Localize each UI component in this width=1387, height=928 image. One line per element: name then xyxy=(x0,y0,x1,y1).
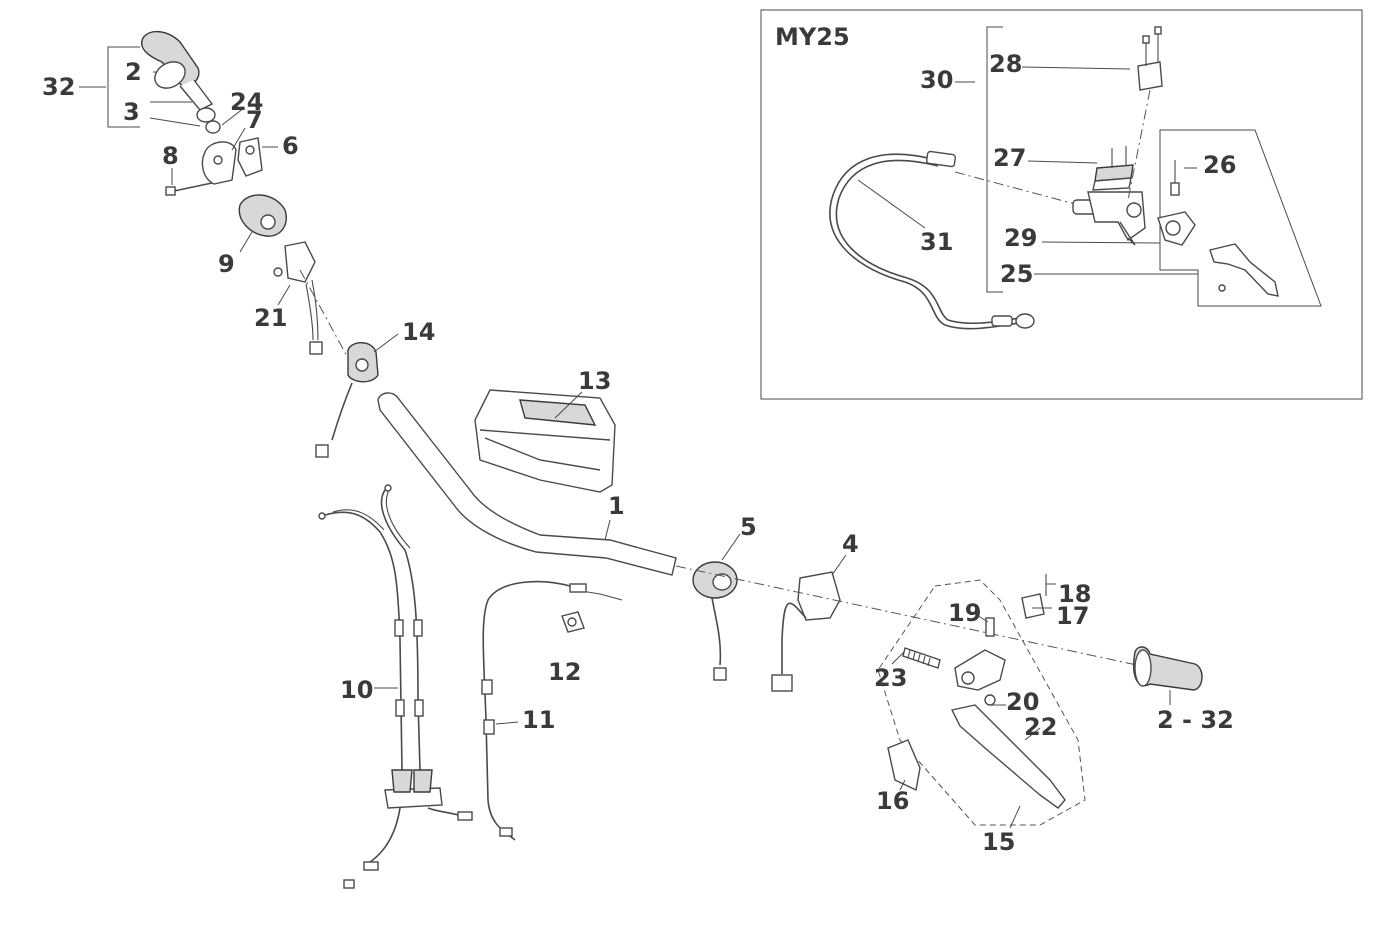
callout-2: 2 xyxy=(125,58,142,86)
lever-25 xyxy=(1209,243,1279,297)
callout-2-32: 2 - 32 xyxy=(1157,706,1234,734)
master-cylinder-29 xyxy=(1072,191,1146,246)
callout-4: 4 xyxy=(842,530,859,558)
screw-8 xyxy=(165,182,213,196)
callout-32: 32 xyxy=(42,73,75,101)
callout-9: 9 xyxy=(218,250,235,278)
callout-31: 31 xyxy=(920,228,953,256)
switch-14 xyxy=(315,342,379,458)
housing-6 xyxy=(237,137,263,177)
callout-27: 27 xyxy=(993,144,1026,172)
fitting-12 xyxy=(561,611,585,633)
callout-7: 7 xyxy=(246,106,263,134)
lever-group-15 xyxy=(877,574,1086,829)
left-grip-assembly xyxy=(79,31,323,355)
callout-26: 26 xyxy=(1203,151,1236,179)
lever-holder xyxy=(1157,160,1196,246)
callout-12: 12 xyxy=(548,658,581,686)
callout-8: 8 xyxy=(162,142,179,170)
instrument-cluster-13 xyxy=(474,389,616,493)
inset-my25: MY25 xyxy=(760,9,1363,400)
inset-frame xyxy=(760,9,1363,400)
callout-10: 10 xyxy=(340,676,373,704)
clutch-cable-31 xyxy=(829,150,1035,330)
grip-ring-3 xyxy=(196,107,216,123)
callout-20: 20 xyxy=(1006,688,1039,716)
inset-title: MY25 xyxy=(775,23,850,51)
callout-13: 13 xyxy=(578,367,611,395)
switch-21 xyxy=(273,241,323,355)
clamp-28 xyxy=(1137,26,1163,91)
callout-1: 1 xyxy=(608,492,625,520)
callout-17: 17 xyxy=(1056,602,1089,630)
housing-7 xyxy=(201,141,237,185)
callout-18: 18 xyxy=(1058,580,1091,608)
callout-6: 6 xyxy=(282,132,299,160)
callout-25: 25 xyxy=(1000,260,1033,288)
callout-24: 24 xyxy=(230,88,263,116)
right-grip-2-32 xyxy=(1133,646,1203,691)
callout-19: 19 xyxy=(948,599,981,627)
cable-11 xyxy=(481,580,623,841)
callout-22: 22 xyxy=(1024,713,1057,741)
switch-4 xyxy=(771,571,841,692)
throttle-housing-9 xyxy=(238,194,287,237)
callout-14: 14 xyxy=(402,318,435,346)
callout-15: 15 xyxy=(982,828,1015,856)
switch-5 xyxy=(692,561,738,681)
grip-2 xyxy=(141,31,214,111)
ring-24 xyxy=(205,120,221,134)
callout-5: 5 xyxy=(740,513,757,541)
callout-30: 30 xyxy=(920,66,953,94)
callout-16: 16 xyxy=(876,787,909,815)
reservoir-cover-27 xyxy=(1092,146,1134,191)
handlebar-1 xyxy=(377,392,677,576)
callout-11: 11 xyxy=(522,706,555,734)
throttle-cables-10 xyxy=(318,484,473,889)
callout-3: 3 xyxy=(123,98,140,126)
bracket-30 xyxy=(986,26,1003,293)
callout-28: 28 xyxy=(989,50,1022,78)
lever-subframe xyxy=(1159,129,1322,307)
callout-23: 23 xyxy=(874,664,907,692)
callout-29: 29 xyxy=(1004,224,1037,252)
callout-21: 21 xyxy=(254,304,287,332)
